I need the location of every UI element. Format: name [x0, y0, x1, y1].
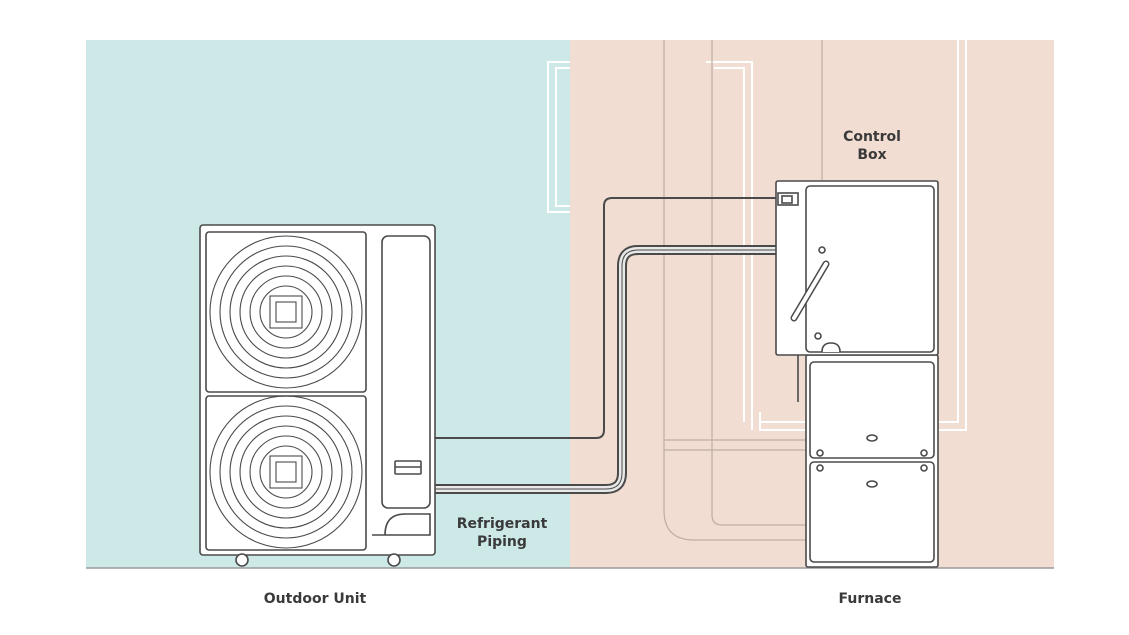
fan-bottom — [209, 395, 363, 549]
fan-top — [209, 235, 363, 389]
outdoor-unit-label: Outdoor Unit — [263, 591, 367, 607]
furnace — [797, 354, 939, 568]
control-box-label-line2: Box — [857, 147, 887, 163]
refrigerant-piping-label: Refrigerant Piping — [457, 515, 548, 551]
control-box — [775, 180, 939, 356]
outdoor-unit — [199, 224, 436, 567]
refrigerant-piping-label-line2: Piping — [477, 534, 527, 550]
control-box-label: Control Box — [843, 128, 901, 164]
indoor-wall-lines — [663, 40, 823, 541]
refrigerant-piping-label-line1: Refrigerant — [456, 516, 548, 532]
control-box-label-line1: Control — [843, 129, 901, 145]
refrigerant-piping — [434, 197, 776, 494]
furnace-label: Furnace — [838, 591, 902, 607]
